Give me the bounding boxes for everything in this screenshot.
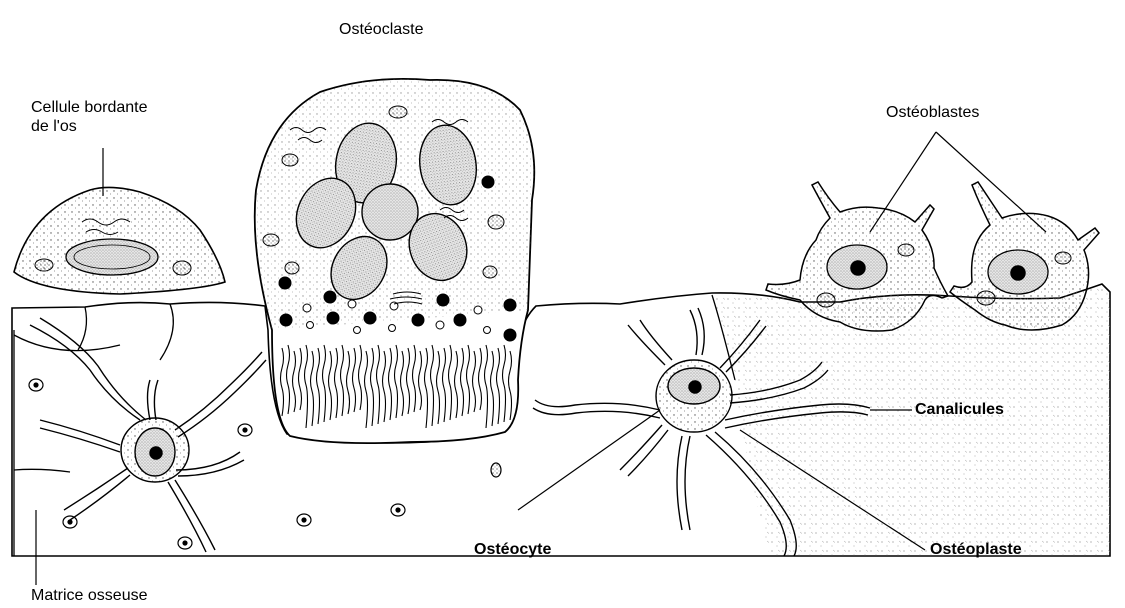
right-osteocyte-nucleolus: [689, 381, 701, 393]
label-cellule-bordante-line2: de l'os: [31, 117, 77, 136]
label-osteoclaste: Ostéoclaste: [339, 20, 423, 39]
label-cellule-bordante-line1: Cellule bordante: [31, 98, 148, 117]
label-osteocyte: Ostéocyte: [474, 540, 551, 559]
label-osteoplaste: Ostéoplaste: [930, 540, 1022, 559]
lining-cell-nucleus: [66, 239, 158, 275]
osteoblast-2: [950, 182, 1099, 330]
bone-lining-cell: [14, 187, 225, 294]
osteoclast: [255, 79, 535, 443]
label-canalicules: Canalicules: [915, 400, 1004, 419]
left-osteocyte-nucleolus: [150, 447, 162, 459]
label-osteoblastes: Ostéoblastes: [886, 103, 979, 122]
label-matrice-osseuse: Matrice osseuse: [31, 586, 148, 605]
